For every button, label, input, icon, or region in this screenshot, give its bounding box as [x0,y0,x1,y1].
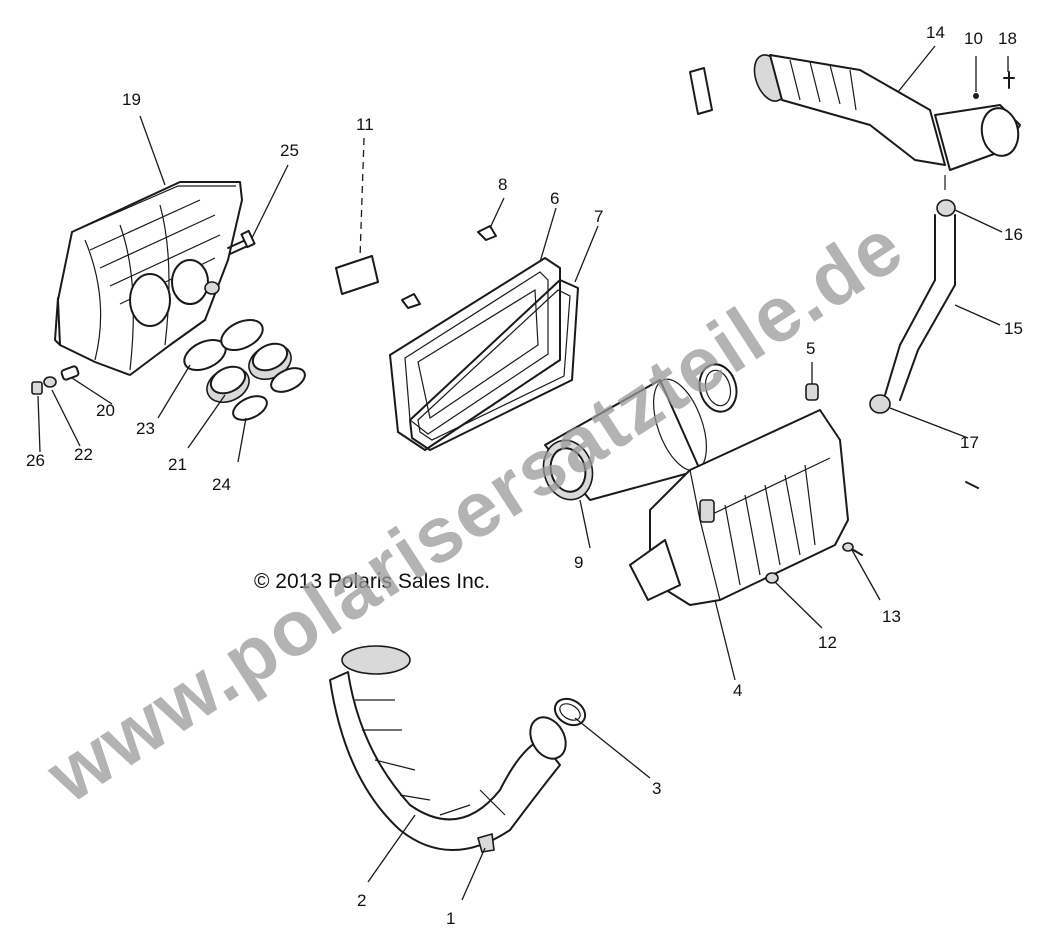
callout-2: 2 [357,891,366,910]
part-20-fastener [60,365,80,381]
callout-8: 8 [498,175,507,194]
part-3-clamp [553,697,587,727]
callout-15: 15 [1004,319,1023,338]
part-22-washer [43,376,57,388]
callout-26: 26 [26,451,45,470]
callout-11: 11 [356,115,374,134]
callout-17: 17 [960,433,979,452]
callout-25: 25 [280,141,299,160]
part-26-nut [31,381,43,395]
callout-6: 6 [550,189,559,208]
callout-21: 21 [168,455,187,474]
callout-10: 10 [964,29,983,48]
callout-5: 5 [806,339,815,358]
part-8-clip [401,225,497,309]
part-4-airbox-base [629,409,849,606]
part-14-clamp [689,67,713,115]
callout-22: 22 [74,445,93,464]
part-15-drain-hose [884,214,956,401]
callout-labels: 19 25 11 8 6 7 14 10 18 16 15 5 17 20 23… [26,23,1023,928]
part-10-grommet [973,93,979,99]
part-12-screw [765,572,779,584]
part-5-clip [805,383,819,401]
callout-14: 14 [926,23,945,42]
callout-19: 19 [122,90,141,109]
callout-9: 9 [574,553,583,572]
part-24-clamp [232,367,306,421]
part-7-gasket [409,279,579,451]
part-17-clamp [869,394,891,414]
part-9-air-filter [542,378,707,501]
callout-3: 3 [652,779,661,798]
part-21-intake-boot [206,342,292,404]
part-6-airbox-cover [389,257,561,451]
callout-20: 20 [96,401,115,420]
callout-13: 13 [882,607,901,626]
part-2-intake-duct [329,645,567,851]
callout-24: 24 [212,475,231,494]
callout-12: 12 [818,633,837,652]
callout-1: 1 [446,909,455,928]
part-18-screw [1003,71,1015,89]
part-1-clip [477,832,495,853]
part-16-clamp [936,199,956,217]
leader-lines [37,45,1009,901]
part-13-screw [842,481,979,556]
part-14-outlet-duct [753,54,1021,190]
callout-18: 18 [998,29,1017,48]
part-11-decal [335,255,379,295]
copyright-notice: © 2013 Polaris Sales Inc. [254,570,490,593]
callout-4: 4 [733,681,742,700]
callout-16: 16 [1004,225,1023,244]
callout-7: 7 [594,207,603,226]
callout-23: 23 [136,419,155,438]
part-19-airbox-housing [54,181,243,376]
part-23-clamp [183,318,264,372]
filter-seal-ring [698,363,738,413]
